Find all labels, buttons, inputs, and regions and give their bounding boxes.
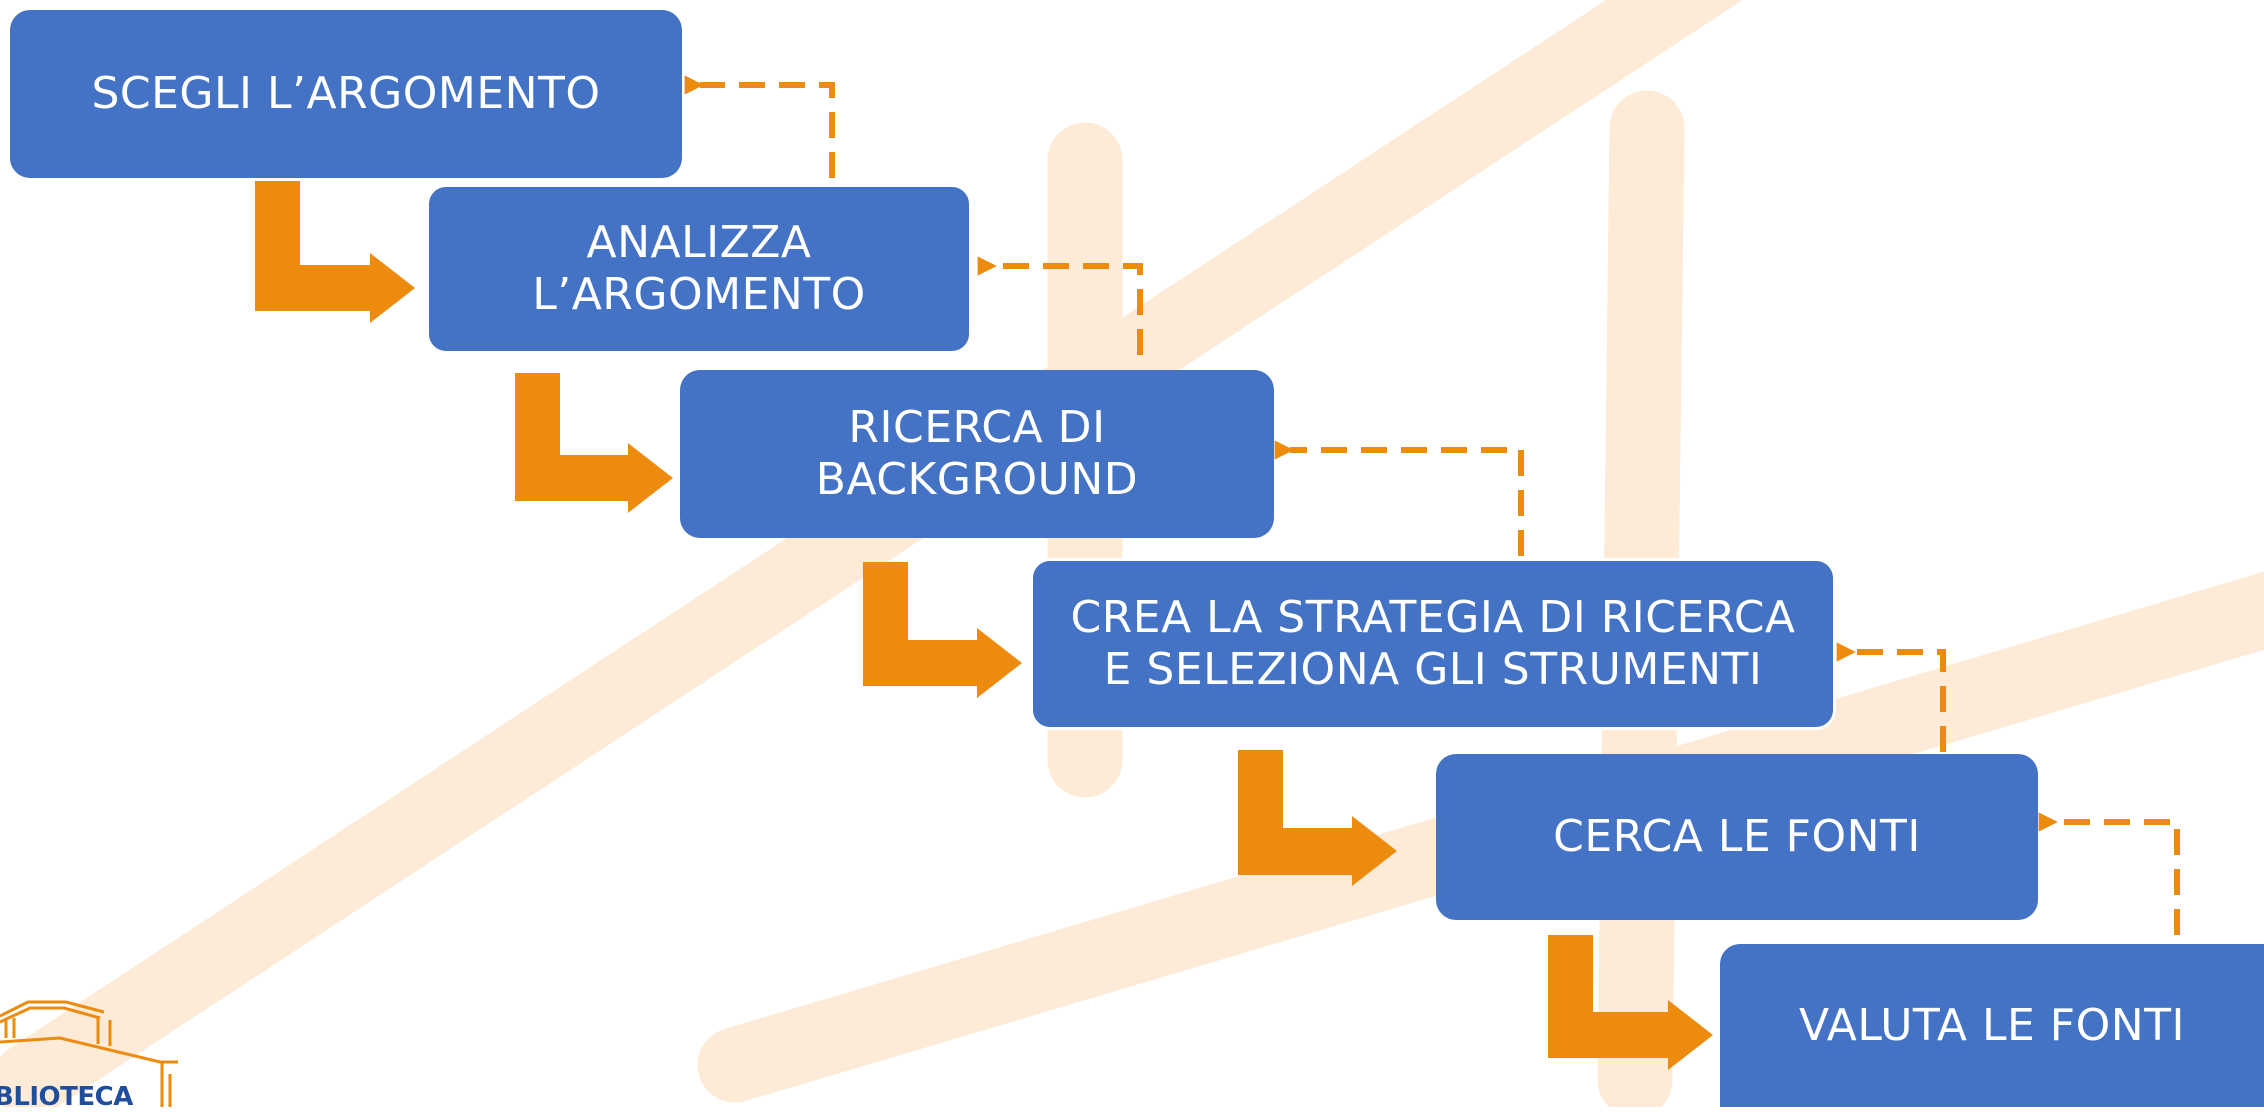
step-analizza-argomento: ANALIZZA L’ARGOMENTO <box>426 184 972 354</box>
forward-arrow-1 <box>255 181 415 323</box>
logo-text: BLIOTECA <box>0 1082 133 1112</box>
step-ricerca-background: RICERCA DI BACKGROUND <box>680 370 1274 538</box>
forward-arrow-4 <box>1238 750 1397 886</box>
feedback-arrow-4 <box>1836 642 1946 752</box>
forward-arrow-3 <box>863 562 1022 698</box>
forward-arrow-5 <box>1548 935 1713 1070</box>
step-cerca-fonti: CERCA LE FONTI <box>1436 754 2038 920</box>
feedback-arrow-3 <box>1274 440 1524 556</box>
library-building-icon <box>0 1000 178 1107</box>
step-scegli-argomento: SCEGLI L’ARGOMENTO <box>10 10 682 178</box>
forward-arrow-2 <box>515 373 673 513</box>
step-valuta-fonti: VALUTA LE FONTI <box>1720 944 2264 1107</box>
feedback-arrow-2 <box>977 256 1143 355</box>
feedback-arrow-1 <box>684 75 835 178</box>
step-crea-strategia: CREA LA STRATEGIA DI RICERCA E SELEZIONA… <box>1030 558 1836 730</box>
feedback-arrow-5 <box>2038 812 2180 935</box>
